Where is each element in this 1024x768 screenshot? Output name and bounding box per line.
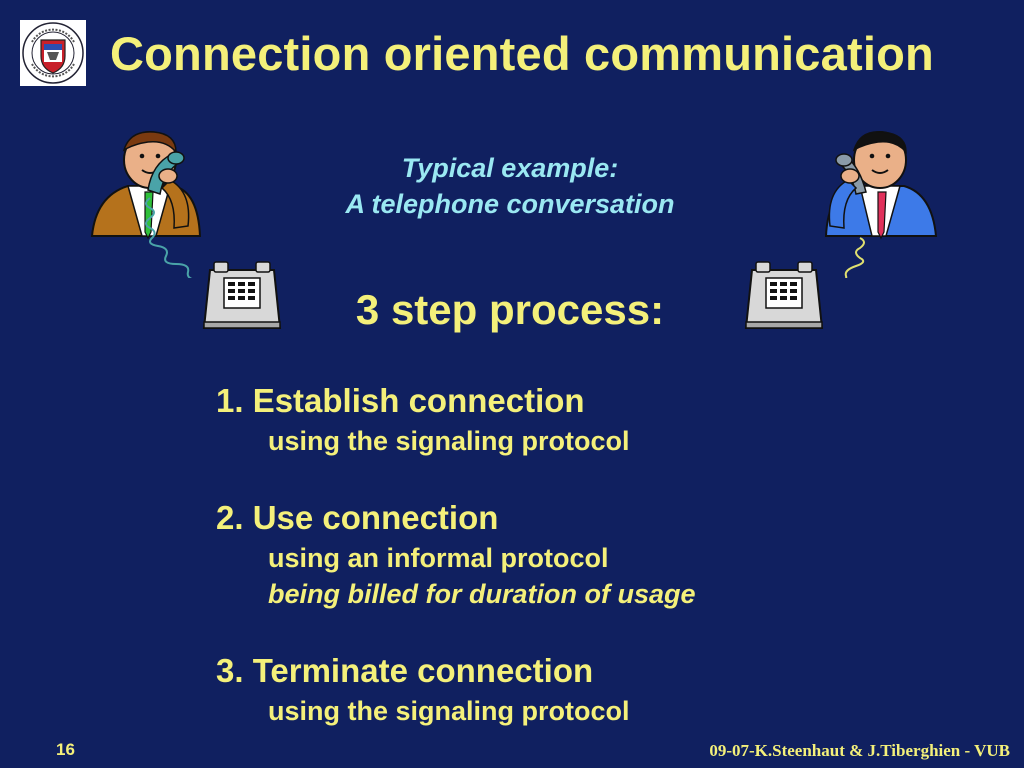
telephone-left-icon <box>200 258 284 337</box>
university-seal-icon <box>20 20 86 86</box>
step-1-title: 1. Establish connection <box>216 382 585 419</box>
example-caption-line1: Typical example: <box>401 153 619 183</box>
process-heading: 3 step process: <box>355 286 665 333</box>
example-caption: Typical example: A telephone conversatio… <box>250 150 770 222</box>
step-3-detail: using the signaling protocol <box>268 696 630 726</box>
step-2-billing-detail: being billed for duration of usage <box>268 579 696 609</box>
person-on-phone-right-icon <box>820 128 950 289</box>
footer-credit: 09-07-K.Steenhaut & J.Tiberghien - VUB <box>709 741 1010 760</box>
slide-title: Connection oriented communication <box>110 27 934 80</box>
telephone-right-icon <box>742 258 826 337</box>
step-1-detail: using the signaling protocol <box>268 426 630 456</box>
step-2-detail: using an informal protocol <box>268 543 609 573</box>
page-number: 16 <box>56 740 75 759</box>
person-on-phone-left-icon <box>88 128 218 283</box>
step-2-title: 2. Use connection <box>216 499 499 536</box>
step-3-title: 3. Terminate connection <box>216 652 594 689</box>
example-caption-line2: A telephone conversation <box>345 189 675 219</box>
